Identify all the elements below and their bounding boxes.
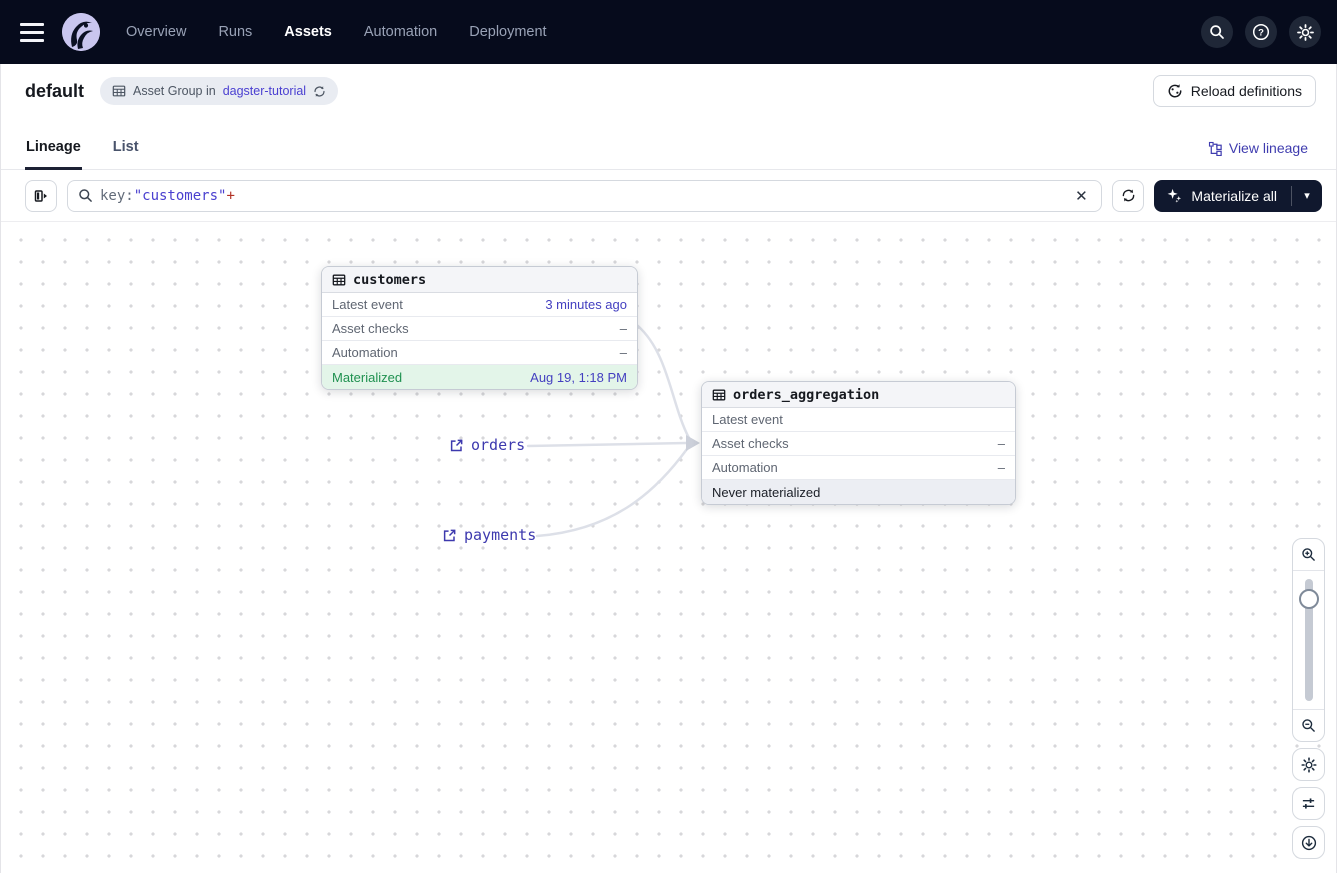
badge-repo-link[interactable]: dagster-tutorial [223, 84, 306, 98]
nav-item-assets[interactable]: Assets [284, 24, 332, 40]
nav-item-runs[interactable]: Runs [218, 24, 252, 40]
table-icon [712, 388, 726, 402]
recenter-view-button[interactable] [1292, 826, 1325, 859]
help-icon[interactable]: ? [1245, 16, 1277, 48]
edge-arrowhead [686, 435, 700, 451]
expand-panel-button[interactable] [25, 180, 57, 212]
graph-filters-button[interactable] [1292, 787, 1325, 820]
view-lineage-link[interactable]: View lineage [1208, 140, 1308, 169]
panel-toggle-icon [33, 188, 49, 204]
code-location-icon [1167, 83, 1183, 99]
zoom-slider[interactable] [1293, 571, 1324, 709]
asset-name: customers [353, 272, 426, 288]
search-icon[interactable] [1201, 16, 1233, 48]
page-header: default Asset Group in dagster-tutorial … [1, 64, 1336, 118]
materialize-all-button[interactable]: Materialize all ▾ [1154, 180, 1322, 212]
table-icon [332, 273, 346, 287]
sliders-icon [1301, 796, 1316, 811]
zoom-control-panel [1292, 538, 1325, 742]
asset-node-header[interactable]: customers [322, 267, 637, 293]
zoom-out-icon [1301, 718, 1316, 733]
asset-search-input[interactable]: key:"customers"+ ✕ [67, 180, 1102, 212]
external-asset-orders[interactable]: orders [449, 436, 525, 454]
materialize-dropdown-caret[interactable]: ▾ [1292, 180, 1322, 212]
nav-item-automation[interactable]: Automation [364, 24, 437, 40]
never-materialized-row: Never materialized [702, 480, 1015, 504]
zoom-in-button[interactable] [1293, 539, 1324, 571]
clear-search-icon[interactable]: ✕ [1069, 184, 1093, 208]
tab-lineage[interactable]: Lineage [25, 139, 82, 169]
automation-row: Automation – [322, 341, 637, 365]
gear-icon[interactable] [1289, 16, 1321, 48]
materialized-time-link[interactable]: Aug 19, 1:18 PM [530, 370, 627, 385]
svg-text:?: ? [1258, 27, 1264, 38]
refresh-icon[interactable] [313, 85, 326, 98]
zoom-in-icon [1301, 547, 1316, 562]
latest-event-row: Latest event [702, 408, 1015, 432]
nav-item-overview[interactable]: Overview [126, 24, 186, 40]
nav-item-deployment[interactable]: Deployment [469, 24, 546, 40]
search-query-text: key:"customers"+ [100, 188, 1062, 204]
asset-name: orders_aggregation [733, 387, 879, 403]
nav-links: Overview Runs Assets Automation Deployme… [126, 24, 547, 40]
latest-event-row: Latest event 3 minutes ago [322, 293, 637, 317]
asset-checks-row: Asset checks – [322, 317, 637, 341]
latest-event-time-link[interactable]: 3 minutes ago [545, 297, 627, 312]
graph-settings-button[interactable] [1292, 748, 1325, 781]
lineage-graph-canvas[interactable]: customers Latest event 3 minutes ago Ass… [1, 222, 1336, 873]
sparkle-icon [1166, 187, 1183, 204]
refresh-graph-button[interactable] [1112, 180, 1144, 212]
asset-group-badge: Asset Group in dagster-tutorial [100, 77, 338, 105]
menu-icon[interactable] [20, 18, 48, 46]
lineage-graph-icon [1208, 141, 1223, 156]
view-lineage-label: View lineage [1229, 140, 1308, 156]
external-link-icon [442, 528, 457, 543]
page-title: default [25, 81, 84, 102]
recenter-icon [1301, 835, 1317, 851]
search-icon [78, 188, 93, 203]
badge-prefix: Asset Group in [133, 84, 216, 98]
lineage-edges [1, 222, 1336, 873]
refresh-icon [1121, 188, 1136, 203]
tabs-row: Lineage List View lineage [1, 118, 1336, 170]
tab-list[interactable]: List [112, 139, 140, 169]
asset-node-header[interactable]: orders_aggregation [702, 382, 1015, 408]
reload-definitions-label: Reload definitions [1191, 83, 1302, 99]
external-asset-label: payments [464, 526, 536, 544]
automation-row: Automation – [702, 456, 1015, 480]
graph-toolbar: key:"customers"+ ✕ Materialize all ▾ [1, 170, 1336, 222]
asset-checks-row: Asset checks – [702, 432, 1015, 456]
asset-node-orders-aggregation[interactable]: orders_aggregation Latest event Asset ch… [701, 381, 1016, 505]
dagster-logo-icon[interactable] [62, 13, 100, 51]
reload-definitions-button[interactable]: Reload definitions [1153, 75, 1316, 107]
materialize-all-main[interactable]: Materialize all [1154, 180, 1291, 212]
zoom-slider-handle[interactable] [1299, 589, 1319, 609]
table-icon [112, 84, 126, 98]
materialized-status-row: Materialized Aug 19, 1:18 PM [322, 365, 637, 389]
zoom-out-button[interactable] [1293, 709, 1324, 741]
materialize-all-label: Materialize all [1191, 188, 1277, 204]
external-link-icon [449, 438, 464, 453]
top-navbar: Overview Runs Assets Automation Deployme… [0, 0, 1337, 64]
external-asset-label: orders [471, 436, 525, 454]
external-asset-payments[interactable]: payments [442, 526, 536, 544]
gear-icon [1301, 757, 1317, 773]
asset-node-customers[interactable]: customers Latest event 3 minutes ago Ass… [321, 266, 638, 390]
